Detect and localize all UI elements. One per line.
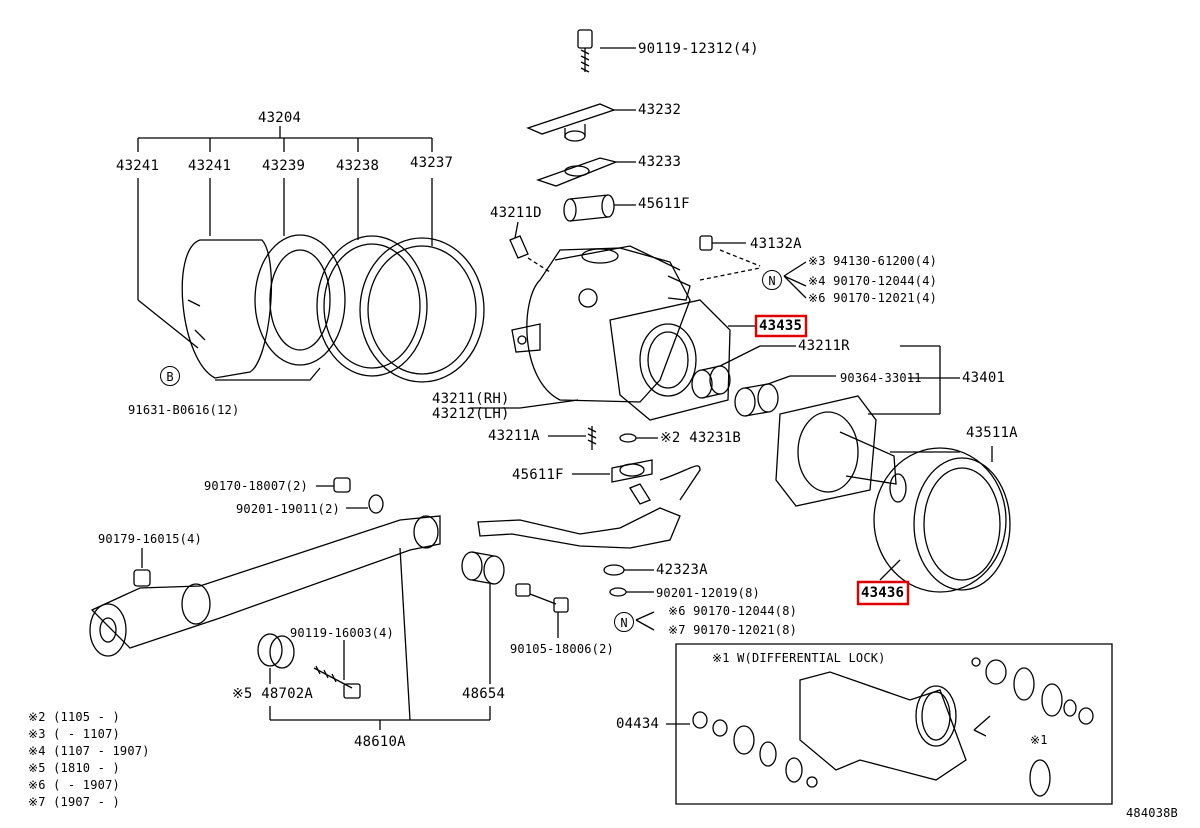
footnote-item: ※5 (1810 - ) xyxy=(28,761,120,775)
figure-code: 484038B xyxy=(1126,806,1178,820)
footnote-item: ※2 (1105 - ) xyxy=(28,710,120,724)
label-90201-19011: 90201-19011(2) xyxy=(236,502,340,516)
label-43436: 43436 xyxy=(861,585,905,601)
label-43241-a: 43241 xyxy=(116,158,160,174)
bracket-43401 xyxy=(868,346,960,414)
label-90119-12312: 90119-12312(4) xyxy=(638,41,759,57)
steering-knuckle xyxy=(470,246,690,408)
label-90201-12019: 90201-12019(8) xyxy=(656,586,760,600)
nut-washer xyxy=(604,565,654,630)
label-45611F-bottom: 45611F xyxy=(512,467,564,483)
bushing-48654 xyxy=(462,552,504,684)
box-note-1: ※1 xyxy=(1030,733,1048,747)
bolt-90105 xyxy=(516,584,568,638)
label-42323A: 42323A xyxy=(656,562,708,578)
label-43211A: 43211A xyxy=(488,428,540,444)
differential-lock-box xyxy=(666,644,1112,804)
label-48654: 48654 xyxy=(462,686,506,702)
label-90119-16003: 90119-16003(4) xyxy=(290,626,394,640)
stud-washer xyxy=(548,426,658,450)
label-43238: 43238 xyxy=(336,158,380,174)
bearing-45611F-bottom xyxy=(572,460,652,482)
bushing-48702A xyxy=(258,634,294,684)
bushing-43211R xyxy=(692,346,796,398)
note-3: ※3 94130-61200(4) xyxy=(808,254,938,268)
marker-b: B xyxy=(160,366,180,386)
footnote-list: ※2 (1105 - ) ※3 ( - 1107) ※4 (1107 - 190… xyxy=(28,710,150,809)
bolt-90119-12312 xyxy=(578,30,636,72)
footnote-item: ※4 (1107 - 1907) xyxy=(28,744,150,758)
label-43239: 43239 xyxy=(262,158,306,174)
bolt-43132A xyxy=(700,236,806,298)
small-bushings xyxy=(134,478,383,586)
label-45611F-top: 45611F xyxy=(638,196,690,212)
label-43204: 43204 xyxy=(258,110,302,126)
label-43237: 43237 xyxy=(410,155,454,171)
gasket-43233 xyxy=(538,158,636,186)
stud-43211D xyxy=(510,222,550,272)
marker-n-top: N xyxy=(762,270,782,290)
label-90105-18006: 90105-18006(2) xyxy=(510,642,614,656)
bolt-90119-16003 xyxy=(314,640,360,698)
label-43132A: 43132A xyxy=(750,236,802,252)
label-43232: 43232 xyxy=(638,102,682,118)
seal-43436-leader xyxy=(880,560,900,580)
note-6b: ※6 90170-12044(8) xyxy=(668,604,798,618)
label-43211D: 43211D xyxy=(490,205,542,221)
highlight-43436 xyxy=(858,582,908,604)
note-4: ※4 90170-12044(4) xyxy=(808,274,938,288)
footnote-item: ※7 (1907 - ) xyxy=(28,795,120,809)
spindle-43401 xyxy=(776,396,906,506)
lower-arm-48610A xyxy=(90,516,490,730)
footnote-item: ※6 ( - 1907) xyxy=(28,778,120,792)
box-title: ※1 W(DIFFERENTIAL LOCK) xyxy=(712,651,886,665)
label-43211-rh: 43211(RH) xyxy=(432,391,510,407)
needle-bearing-90364 xyxy=(735,376,836,416)
footnote-item: ※3 ( - 1107) xyxy=(28,727,120,741)
label-43231B: ※2 43231B xyxy=(660,430,741,446)
marker-n-bottom: N xyxy=(614,612,634,632)
bearing-45611F-top xyxy=(564,195,636,221)
label-90170-18007: 90170-18007(2) xyxy=(204,479,308,493)
label-43212-lh: 43212(LH) xyxy=(432,406,510,422)
label-43241-b: 43241 xyxy=(188,158,232,174)
note-7: ※7 90170-12021(8) xyxy=(668,623,798,637)
note-6a: ※6 90170-12021(4) xyxy=(808,291,938,305)
label-43435: 43435 xyxy=(759,318,803,334)
label-43233: 43233 xyxy=(638,154,682,170)
bracket-43204 xyxy=(138,126,432,348)
label-48610A: 48610A xyxy=(354,734,406,750)
hub-43511A xyxy=(874,446,1010,592)
cap-43232 xyxy=(528,104,636,141)
seal-rings xyxy=(182,235,484,382)
highlight-43435 xyxy=(756,316,806,336)
label-43511A: 43511A xyxy=(966,425,1018,441)
label-43401: 43401 xyxy=(962,370,1006,386)
flange-43435 xyxy=(610,300,756,420)
label-91631-B0616: 91631-B0616(12) xyxy=(128,403,240,417)
label-48702A: ※5 48702A xyxy=(232,686,313,702)
label-90364-33011: 90364-33011 xyxy=(840,371,922,385)
label-43211R: 43211R xyxy=(798,338,850,354)
label-90179-16015: 90179-16015(4) xyxy=(98,532,202,546)
label-04434: 04434 xyxy=(616,716,660,732)
steering-arm xyxy=(478,466,700,548)
